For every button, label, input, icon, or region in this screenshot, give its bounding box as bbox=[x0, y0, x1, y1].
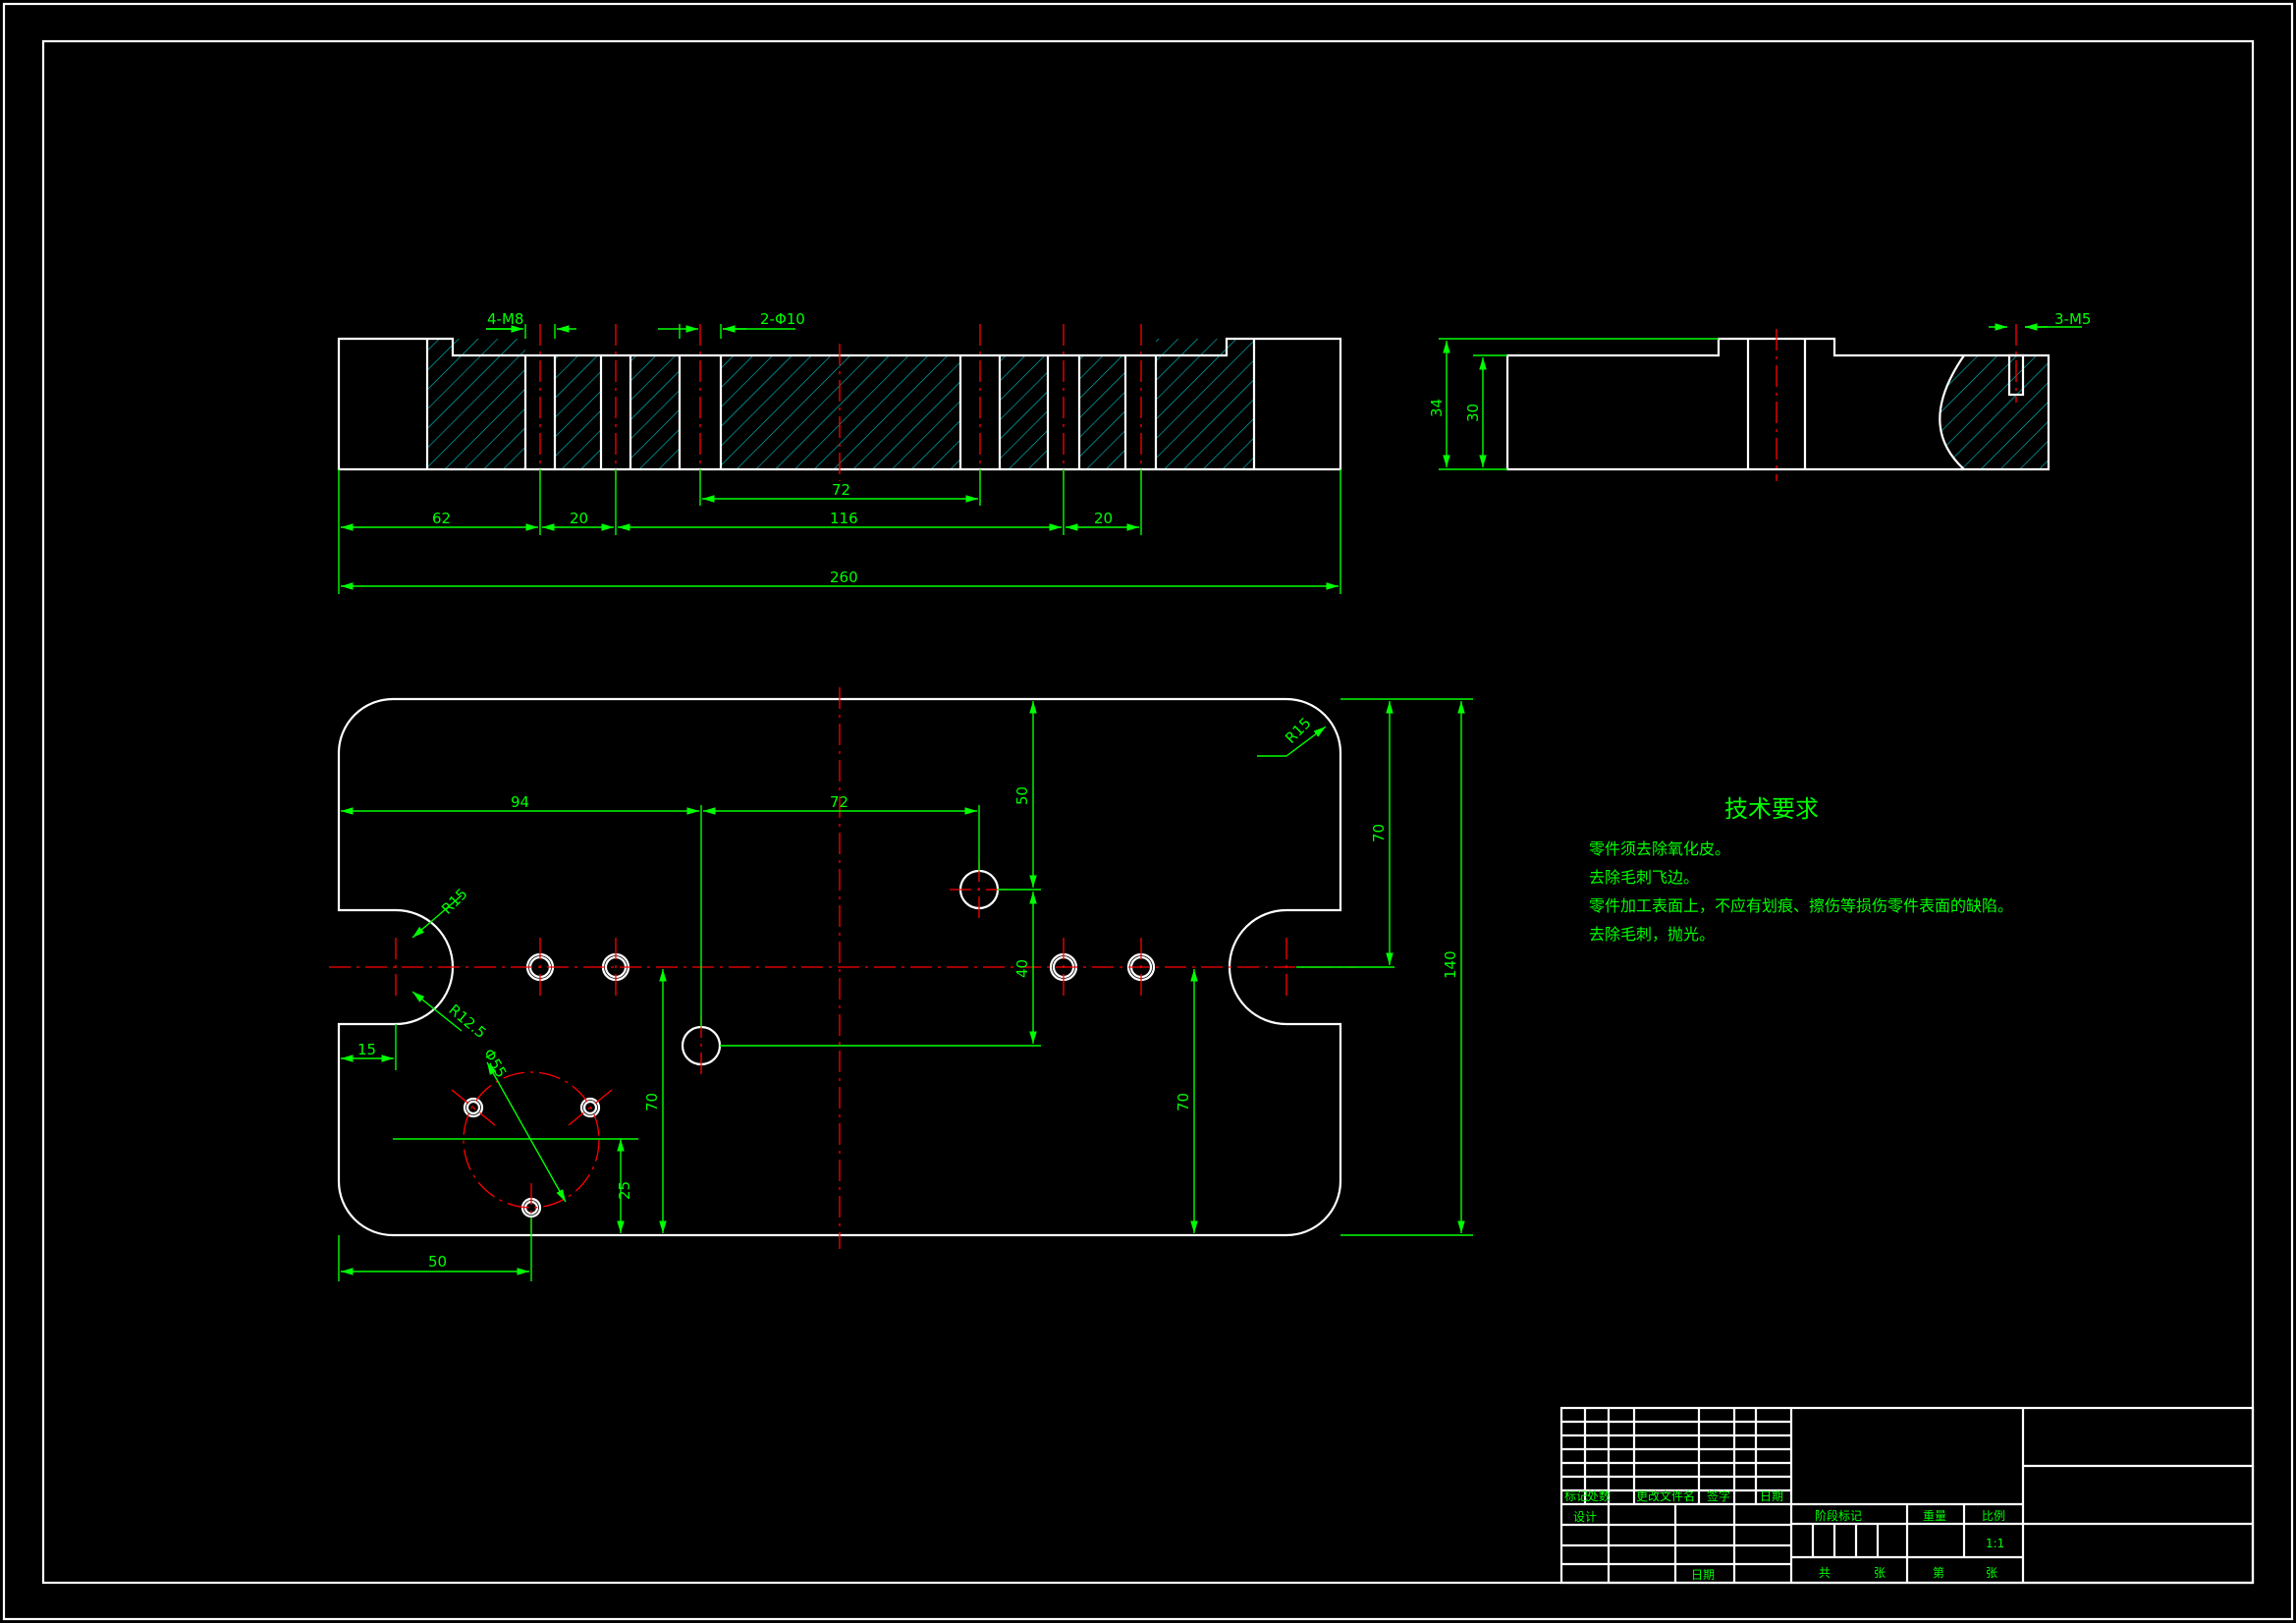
plan-centerlines bbox=[329, 687, 1355, 1249]
tech-requirement-2: 去除毛刺飞边。 bbox=[1589, 868, 1699, 887]
dim-260: 260 bbox=[830, 568, 858, 586]
tb-sheet-no: 第 bbox=[1933, 1566, 1944, 1580]
dim-94: 94 bbox=[511, 793, 529, 811]
tech-requirements-title: 技术要求 bbox=[1724, 795, 1819, 823]
tb-sheets: 张 bbox=[1874, 1566, 1886, 1580]
side-outline bbox=[1505, 337, 2050, 471]
dim-15: 15 bbox=[357, 1041, 376, 1058]
tb-scale-value: 1:1 bbox=[1986, 1537, 2004, 1550]
plan-dimension-text: 94 72 50 70 140 40 70 70 25 15 50 R15 R1… bbox=[357, 714, 1459, 1271]
front-hole-lines bbox=[425, 339, 1256, 469]
tb-change-doc: 更改文件名 bbox=[1636, 1488, 1695, 1503]
plan-dimension-lines bbox=[338, 698, 1473, 1281]
tb-weight: 重量 bbox=[1923, 1509, 1946, 1523]
callout-4-m8: 4-M8 bbox=[487, 310, 523, 328]
sheet-inner-border bbox=[41, 39, 2255, 1585]
tech-requirement-4: 去除毛刺，抛光。 bbox=[1589, 925, 1715, 944]
dim-34: 34 bbox=[1428, 399, 1446, 417]
front-dimension-text: 4-M8 2-Φ10 62 20 72 116 20 260 bbox=[432, 310, 1113, 586]
dim-70-left: 70 bbox=[643, 1093, 661, 1111]
dim-116: 116 bbox=[830, 510, 858, 527]
tech-requirement-3: 零件加工表面上，不应有划痕、擦伤等损伤零件表面的缺陷。 bbox=[1589, 896, 2013, 915]
front-section-view: 4-M8 2-Φ10 62 20 72 116 20 260 bbox=[337, 310, 1342, 594]
plan-holes bbox=[463, 869, 1156, 1218]
side-view: 3-M5 34 30 bbox=[1428, 310, 2091, 481]
side-dimension-lines bbox=[1439, 323, 2082, 470]
dim-72: 72 bbox=[832, 481, 850, 499]
dim-20-left: 20 bbox=[570, 510, 588, 527]
tb-scale-label: 比例 bbox=[1982, 1509, 2005, 1523]
dim-20-right: 20 bbox=[1094, 510, 1113, 527]
callout-2-dia10: 2-Φ10 bbox=[760, 310, 805, 328]
tb-date-col: 日期 bbox=[1760, 1489, 1783, 1503]
dim-62: 62 bbox=[432, 510, 451, 527]
tb-date: 日期 bbox=[1691, 1568, 1715, 1582]
side-slot-lines bbox=[1746, 339, 2025, 469]
tb-total: 共 bbox=[1819, 1566, 1831, 1580]
dim-72-plan: 72 bbox=[830, 793, 848, 811]
dim-140: 140 bbox=[1442, 950, 1459, 979]
tb-signature: 签字 bbox=[1707, 1488, 1730, 1503]
tb-design: 设计 bbox=[1573, 1510, 1597, 1524]
dim-70-right: 70 bbox=[1175, 1093, 1192, 1111]
front-centerlines bbox=[539, 324, 1142, 481]
plan-view: 94 72 50 70 140 40 70 70 25 15 50 R15 R1… bbox=[329, 687, 1473, 1281]
dim-30: 30 bbox=[1464, 404, 1482, 422]
front-hatched-sections bbox=[427, 339, 1254, 469]
side-breakout-edge bbox=[1939, 354, 1965, 470]
tb-mark: 标记 bbox=[1564, 1489, 1588, 1503]
dim-r15-slot: R15 bbox=[438, 885, 471, 918]
front-dimension-lines bbox=[338, 324, 1341, 594]
side-hatched-breakout bbox=[1940, 355, 2049, 469]
title-block: 标记 处数 更改文件名 签字 日期 设计 日期 阶段标记 重量 比例 1:1 共… bbox=[1559, 1406, 2255, 1585]
callout-3-m5: 3-M5 bbox=[2054, 310, 2091, 328]
dim-dia55: Φ55 bbox=[480, 1046, 511, 1081]
tech-requirement-1: 零件须去除氧化皮。 bbox=[1589, 839, 1730, 858]
dim-25: 25 bbox=[616, 1181, 633, 1200]
dim-r15-corner: R15 bbox=[1282, 714, 1315, 747]
dim-50-bottom: 50 bbox=[428, 1253, 447, 1271]
dim-r12-5: R12.5 bbox=[445, 1001, 489, 1042]
dim-70-top: 70 bbox=[1370, 824, 1388, 842]
dim-50-vertical: 50 bbox=[1013, 786, 1031, 805]
side-centerlines bbox=[1776, 324, 2017, 481]
tb-sheet-no-unit: 张 bbox=[1986, 1566, 1997, 1580]
tb-count: 处数 bbox=[1587, 1488, 1611, 1503]
tb-stage-mark: 阶段标记 bbox=[1815, 1508, 1862, 1523]
dim-40: 40 bbox=[1013, 959, 1031, 978]
technical-requirements: 技术要求 零件须去除氧化皮。 去除毛刺飞边。 零件加工表面上，不应有划痕、擦伤等… bbox=[1589, 795, 2013, 944]
plan-outline bbox=[337, 697, 1342, 1237]
